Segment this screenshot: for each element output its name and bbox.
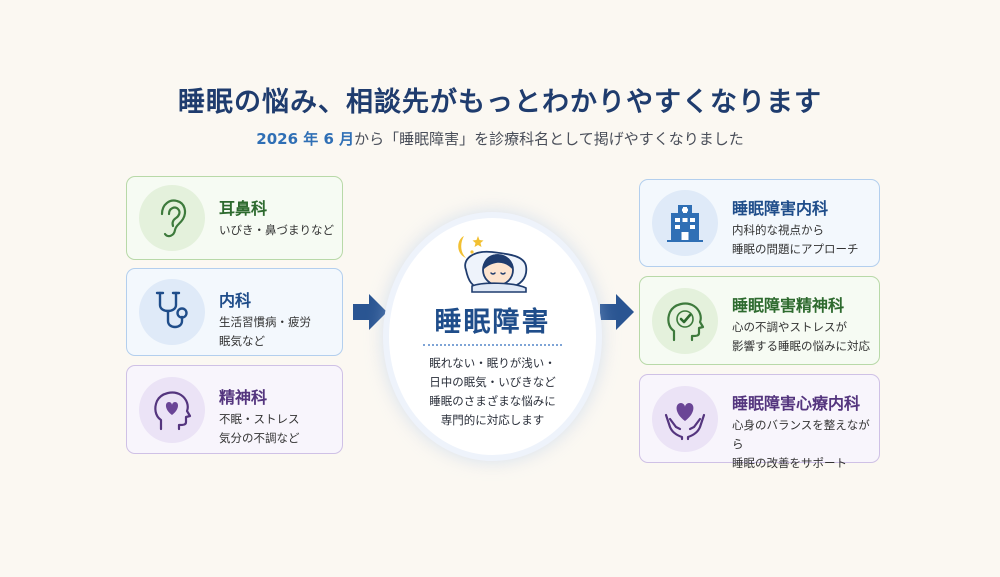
subtitle-date: 2026 年 6 月	[256, 130, 355, 148]
stethoscope-icon	[139, 279, 205, 345]
card-sleep-internal-medicine: 睡眠障害内科 内科的な視点から 睡眠の問題にアプローチ	[639, 179, 880, 267]
card-ent: 耳鼻科 いびき・鼻づまりなど	[126, 176, 343, 260]
arrow-right-icon	[353, 294, 387, 330]
card-desc: 心身のバランスを整えながら 睡眠の改善をサポート	[732, 418, 870, 470]
card-sleep-psychiatry: 睡眠障害精神科 心の不調やストレスが 影響する睡眠の悩みに対応	[639, 276, 880, 365]
hospital-icon	[652, 190, 718, 256]
card-title: 睡眠障害精神科	[732, 296, 845, 315]
ear-icon	[139, 185, 205, 251]
card-desc: 内科的な視点から 睡眠の問題にアプローチ	[732, 223, 859, 256]
card-title: 睡眠障害内科	[732, 199, 829, 218]
head-check-icon	[652, 287, 718, 354]
sleeping-face-moon-icon	[452, 230, 536, 300]
card-psychiatry: 精神科 不眠・ストレス 気分の不調など	[126, 365, 343, 454]
hands-heart-icon	[652, 385, 718, 452]
page-subtitle: 2026 年 6 月から「睡眠障害」を診療科名として掲げやすくなりました	[0, 128, 1000, 149]
card-desc: いびき・鼻づまりなど	[219, 223, 334, 237]
subtitle-text: から「睡眠障害」を診療科名として掲げやすくなりました	[354, 130, 744, 148]
center-sleep-disorder: 睡眠障害 眠れない・眠りが浅い・ 日中の眠気・いびきなど 睡眠のさまざまな悩みに…	[389, 218, 596, 455]
card-desc: 不眠・ストレス 気分の不調など	[219, 412, 300, 445]
card-desc: 心の不調やストレスが 影響する睡眠の悩みに対応	[732, 320, 870, 353]
card-internal-medicine: 内科 生活習慣病・疲労 眠気など	[126, 268, 343, 356]
center-desc: 眠れない・眠りが浅い・ 日中の眠気・いびきなど 睡眠のさまざまな悩みに 専門的に…	[429, 356, 556, 427]
card-sleep-psychosomatic: 睡眠障害心療内科 心身のバランスを整えながら 睡眠の改善をサポート	[639, 374, 880, 470]
card-title: 精神科	[219, 388, 268, 407]
card-desc: 生活習慣病・疲労 眠気など	[219, 315, 311, 348]
page-title: 睡眠の悩み、相談先がもっとわかりやすくなります	[178, 87, 822, 118]
head-heart-icon	[139, 376, 205, 443]
center-title: 睡眠障害	[434, 307, 551, 338]
card-title: 耳鼻科	[219, 199, 268, 218]
card-title: 内科	[219, 291, 252, 310]
arrow-right-icon	[600, 294, 634, 330]
dotted-divider	[423, 344, 562, 346]
card-title: 睡眠障害心療内科	[732, 394, 861, 413]
